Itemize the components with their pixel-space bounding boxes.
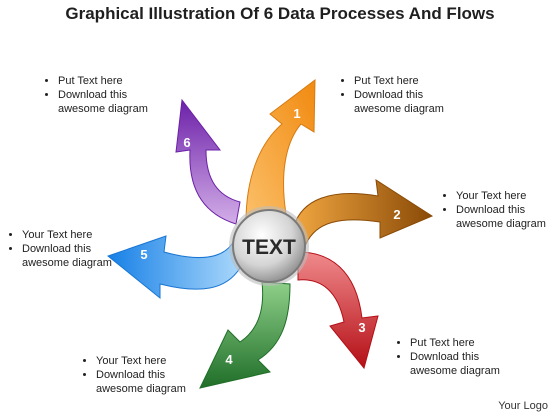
logo-text: Your Logo [498,400,548,412]
bullet-text: Download this [96,369,166,381]
arrow-4-number: 4 [225,352,233,367]
text-block-bottom-left: Your Text here Download this awesome diag… [82,354,186,396]
bullet-text: awesome diagram [58,103,148,115]
bullet: Put Text here [354,74,444,88]
arrow-4 [199,281,291,389]
text-block-mid-right: Your Text here Download this awesome diag… [442,189,546,231]
bullet: Download this awesome diagram [410,350,500,378]
center-label: TEXT [242,236,296,259]
arrow-2 [293,179,434,246]
center-hub: TEXT [229,206,309,286]
bullet: Download this awesome diagram [354,88,444,116]
bullet: Your Text here [22,228,112,242]
text-block-top-right: Put Text here Download this awesome diagr… [340,74,444,116]
arrow-5-number: 5 [140,247,147,262]
arrow-1-number: 1 [293,106,300,121]
bullet: Download this awesome diagram [58,88,148,116]
arrow-6 [175,98,241,225]
bullet-text: Download this [456,204,526,216]
page-title: Graphical Illustration Of 6 Data Process… [65,4,495,23]
bullet-text: Download this [354,89,424,101]
arrow-5 [106,235,241,300]
text-block-top-left: Put Text here Download this awesome diagr… [44,74,148,116]
bullet: Your Text here [456,189,546,203]
bullet: Download this awesome diagram [22,242,112,270]
arrow-3-number: 3 [358,320,365,335]
bullet-text: awesome diagram [22,257,112,269]
bullet-text: awesome diagram [96,383,186,395]
bullet-text: Download this [22,243,92,255]
text-block-mid-left: Your Text here Download this awesome diag… [8,228,112,270]
arrow-6-number: 6 [183,135,190,150]
bullet-text: awesome diagram [354,103,444,115]
arrow-1 [245,78,316,223]
bullet-text: Download this [58,89,128,101]
arrow-3 [297,251,379,370]
bullet-text: awesome diagram [456,218,546,230]
bullet: Your Text here [96,354,186,368]
bullet-text: Download this [410,351,480,363]
text-block-bottom-right: Put Text here Download this awesome diagr… [396,336,500,378]
bullet: Put Text here [58,74,148,88]
bullet: Download this awesome diagram [456,203,546,231]
bullet: Put Text here [410,336,500,350]
bullet-text: awesome diagram [410,365,500,377]
bullet: Download this awesome diagram [96,368,186,396]
arrow-2-number: 2 [393,207,400,222]
